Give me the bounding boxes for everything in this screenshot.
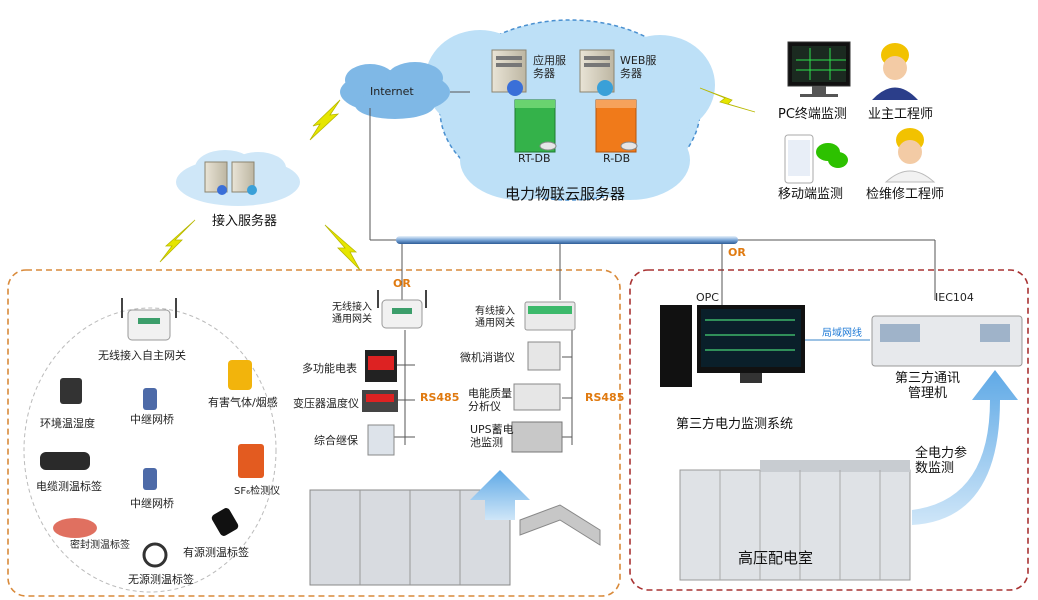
ups-label: UPS蓄电 池监测: [470, 423, 514, 449]
or-label-right: OR: [728, 246, 746, 259]
network-bus: [396, 236, 738, 244]
lightning-bolt-icon: [309, 99, 341, 141]
wireless-sensor-circle: [23, 307, 277, 593]
internet-cloud: [340, 62, 450, 119]
access-server-icon: [204, 161, 257, 195]
rs485-left-label: RS485: [420, 391, 460, 404]
hv-switchgear-icon: [679, 460, 911, 581]
switchgear-panels-icon: [309, 489, 511, 586]
multifunction-meter-icon: [365, 350, 397, 382]
sf6-label: SF₆检测仪: [234, 486, 281, 497]
harmonic-device-icon: [527, 341, 561, 371]
gas-label: 有害气体/烟感: [208, 396, 278, 409]
sealed-tag-icon: [53, 518, 97, 538]
lan-label: 局域网线: [822, 328, 862, 339]
lightning-bolt-icon: [159, 219, 196, 263]
full-param-label: 全电力参 数监测: [915, 446, 968, 476]
rt-db-server-icon: [514, 99, 557, 153]
active-tag-label: 有源测温标签: [183, 546, 249, 559]
rs485-right-label: RS485: [585, 391, 625, 404]
gas-sensor-icon: [228, 360, 252, 390]
rt-db-label: RT-DB: [518, 152, 551, 165]
comm-manager-label: 第三方通讯 管理机: [895, 371, 961, 401]
passive-tag-label: 无源测温标签: [128, 573, 194, 586]
temp-ctrl-label: 变压器温度仪: [293, 397, 359, 410]
maintainer-engineer-icon: [884, 128, 936, 183]
web-server-label: WEB服务器: [620, 54, 657, 80]
relay-bridge-icon: [143, 388, 157, 410]
pc-monitor-label: PC终端监测: [778, 107, 847, 122]
maintainer-engineer-label: 检维修工程师: [866, 187, 945, 202]
sealed-tag-label: 密封测温标签: [70, 540, 130, 551]
wireless-gateway-label: 无线接入 通用网关: [332, 302, 372, 325]
lightning-bolt-icon: [324, 224, 361, 271]
meter-label: 多功能电表: [302, 362, 357, 375]
wireless-region: [7, 269, 621, 597]
env-temp-sensor-icon: [60, 378, 82, 404]
third-party-region: [629, 269, 1029, 591]
power-quality-icon: [513, 383, 561, 411]
wechat-icon: [816, 143, 848, 168]
relay2-label: 中继网桥: [130, 497, 174, 510]
internet-label: Internet: [370, 85, 414, 98]
comm-manager-icon: [871, 315, 1023, 367]
wireless-gateway-icon: [377, 290, 427, 329]
cloud-shape: [425, 19, 715, 201]
mobile-monitor-label: 移动端监测: [778, 187, 844, 202]
cable-tag-icon: [40, 452, 90, 470]
env-temp-label: 环境温湿度: [40, 417, 95, 430]
relay1-label: 中继网桥: [130, 413, 174, 426]
r-db-server-icon: [595, 99, 638, 153]
busway-icon: [519, 504, 601, 546]
relay-bridge-2-icon: [143, 468, 157, 490]
r-db-label: R-DB: [603, 152, 631, 165]
lightning-bolt-icon: [699, 87, 756, 113]
relay-label: 综合继保: [314, 434, 358, 447]
cable-tag-label: 电缆测温标签: [36, 480, 102, 493]
hv-room-label: 高压配电室: [738, 549, 814, 567]
iec104-label: IEC104: [935, 291, 974, 304]
pc-monitor-icon: [787, 41, 851, 97]
full-param-arrow: [912, 370, 1018, 525]
app-server-label: 应用服务器: [533, 54, 566, 80]
third-party-system-label: 第三方电力监测系统: [676, 417, 794, 432]
opc-computer-icon: [660, 305, 805, 387]
web-server-icon: [579, 49, 615, 96]
quality-label: 电能质量 分析仪: [468, 387, 512, 413]
mobile-phone-icon: [784, 134, 814, 184]
up-arrow-icon: [470, 470, 530, 520]
wired-gateway-label: 有线接入 通用网关: [475, 306, 515, 329]
app-server-icon: [491, 49, 527, 96]
wired-gateway-icon: [524, 301, 576, 331]
wireless-self-gateway-icon: [121, 298, 177, 341]
access-server-label: 接入服务器: [212, 214, 278, 229]
harmonic-label: 微机消谐仪: [460, 351, 515, 364]
active-tag-icon: [211, 508, 239, 536]
passive-tag-icon: [142, 542, 168, 568]
owner-engineer-icon: [872, 43, 918, 100]
opc-label: OPC: [696, 291, 719, 304]
cloud-title: 电力物联云服务器: [505, 185, 626, 203]
or-label-left: OR: [393, 277, 411, 290]
relay-protect-icon: [367, 424, 395, 456]
ups-battery-icon: [511, 421, 563, 453]
transformer-temp-icon: [362, 390, 398, 412]
owner-engineer-label: 业主工程师: [868, 107, 934, 122]
sf6-detector-icon: [238, 444, 264, 478]
self-gateway-label: 无线接入自主网关: [98, 349, 186, 362]
